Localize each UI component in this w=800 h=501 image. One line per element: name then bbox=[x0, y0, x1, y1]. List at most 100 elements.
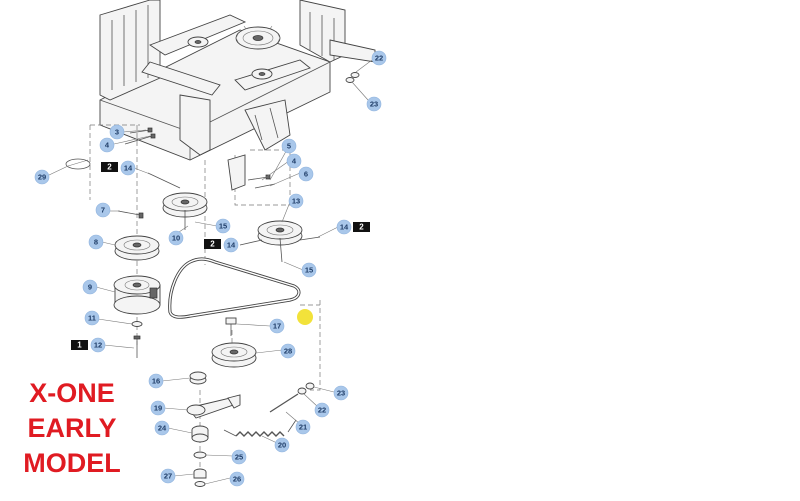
callout-9: 9 bbox=[82, 279, 98, 295]
callout-bubble bbox=[215, 218, 231, 234]
callout-number: 15 bbox=[219, 222, 227, 231]
callout-bubble bbox=[301, 262, 317, 278]
callout-19: 19 bbox=[150, 400, 166, 416]
callout-number: 22 bbox=[375, 54, 383, 63]
callout-8: 8 bbox=[88, 234, 104, 250]
callout-number: 29 bbox=[38, 173, 46, 182]
badge-2-center: 2 bbox=[204, 239, 221, 249]
mower-frame bbox=[99, 0, 376, 161]
drive-belt bbox=[168, 257, 301, 319]
callout-bubble bbox=[95, 202, 111, 218]
callout-bubble bbox=[229, 471, 245, 487]
callout-bubble bbox=[336, 219, 352, 235]
callout-23: 23 bbox=[333, 385, 349, 401]
callout-14: 14 bbox=[336, 219, 352, 235]
callout-24: 24 bbox=[154, 420, 170, 436]
callout-29: 29 bbox=[34, 169, 50, 185]
callout-bubble bbox=[88, 234, 104, 250]
callout-7: 7 bbox=[95, 202, 111, 218]
bolt-17 bbox=[225, 317, 237, 336]
idler-pulley-28 bbox=[211, 342, 257, 368]
callout-number: 10 bbox=[172, 234, 180, 243]
callout-number: 14 bbox=[227, 241, 236, 250]
callout-number: 23 bbox=[370, 100, 378, 109]
callout-21: 21 bbox=[295, 419, 311, 435]
nut-22-lower bbox=[297, 387, 307, 395]
callout-bubble bbox=[269, 318, 285, 334]
callout-13: 13 bbox=[288, 193, 304, 209]
washer-25 bbox=[193, 451, 207, 459]
callout-number: 14 bbox=[124, 164, 133, 173]
callout-22: 22 bbox=[371, 50, 387, 66]
callout-15: 15 bbox=[215, 218, 231, 234]
callout-number: 9 bbox=[88, 283, 92, 292]
pulley-10 bbox=[162, 192, 208, 230]
bolt-7 bbox=[117, 210, 144, 219]
gear-wheel bbox=[235, 25, 281, 50]
bolt-14-upper bbox=[147, 172, 181, 189]
callout-bubble bbox=[99, 137, 115, 153]
callout-number: 21 bbox=[299, 423, 307, 432]
leader-lines bbox=[46, 59, 373, 485]
callout-27: 27 bbox=[160, 468, 176, 484]
callout-number: 27 bbox=[164, 472, 172, 481]
callout-number: 15 bbox=[305, 266, 313, 275]
callout-3: 3 bbox=[109, 124, 125, 140]
callout-10: 10 bbox=[168, 230, 184, 246]
callout-bubble bbox=[150, 400, 166, 416]
callout-number: 19 bbox=[154, 404, 162, 413]
callout-number: 7 bbox=[101, 206, 105, 215]
callout-number: 8 bbox=[94, 238, 98, 247]
bolt-3 bbox=[129, 127, 153, 134]
callout-15: 15 bbox=[301, 262, 317, 278]
spacer-16 bbox=[189, 371, 207, 385]
callout-23: 23 bbox=[366, 96, 382, 112]
badge-2-upper: 2 bbox=[101, 162, 118, 172]
callout-20: 20 bbox=[274, 437, 290, 453]
callout-17: 17 bbox=[269, 318, 285, 334]
bolt-14-right bbox=[299, 236, 321, 241]
bolt-4-left bbox=[124, 133, 156, 145]
model-label: X-ONE EARLY MODEL bbox=[12, 376, 132, 481]
callout-bubble bbox=[295, 419, 311, 435]
callout-number: 4 bbox=[292, 157, 297, 166]
svg-text:1: 1 bbox=[77, 341, 82, 350]
callout-number: 13 bbox=[292, 197, 300, 206]
callout-bubble bbox=[120, 160, 136, 176]
callout-bubble bbox=[286, 153, 302, 169]
callout-number: 3 bbox=[115, 128, 119, 137]
callout-bubble bbox=[148, 373, 164, 389]
tension-spring-20 bbox=[223, 419, 297, 437]
callout-4: 4 bbox=[99, 137, 115, 153]
bracket-5 bbox=[227, 154, 276, 191]
callout-14: 14 bbox=[223, 237, 239, 253]
callout-number: 22 bbox=[318, 406, 326, 415]
callout-12: 12 bbox=[90, 337, 106, 353]
callout-bubble bbox=[298, 166, 314, 182]
callout-bubble bbox=[231, 449, 247, 465]
callout-bubble bbox=[34, 169, 50, 185]
callout-14: 14 bbox=[120, 160, 136, 176]
callout-bubble bbox=[82, 279, 98, 295]
svg-text:2: 2 bbox=[359, 223, 364, 232]
svg-text:2: 2 bbox=[107, 163, 112, 172]
callout-6: 6 bbox=[298, 166, 314, 182]
badge-2-right: 2 bbox=[353, 222, 370, 232]
callout-number: 20 bbox=[278, 441, 286, 450]
callout-number: 28 bbox=[284, 347, 292, 356]
bolt-14-center bbox=[239, 239, 263, 246]
nut-22-top bbox=[350, 72, 360, 78]
callout-number: 17 bbox=[273, 322, 281, 331]
callout-5: 5 bbox=[281, 138, 297, 154]
callout-25: 25 bbox=[231, 449, 247, 465]
callout-bubble bbox=[160, 468, 176, 484]
retaining-clip bbox=[65, 158, 91, 170]
callout-bubble bbox=[154, 420, 170, 436]
callout-bubble bbox=[84, 310, 100, 326]
callout-bubble bbox=[280, 343, 296, 359]
callout-number: 25 bbox=[235, 453, 243, 462]
eyebolt-21 bbox=[269, 393, 299, 413]
callout-bubble bbox=[366, 96, 382, 112]
